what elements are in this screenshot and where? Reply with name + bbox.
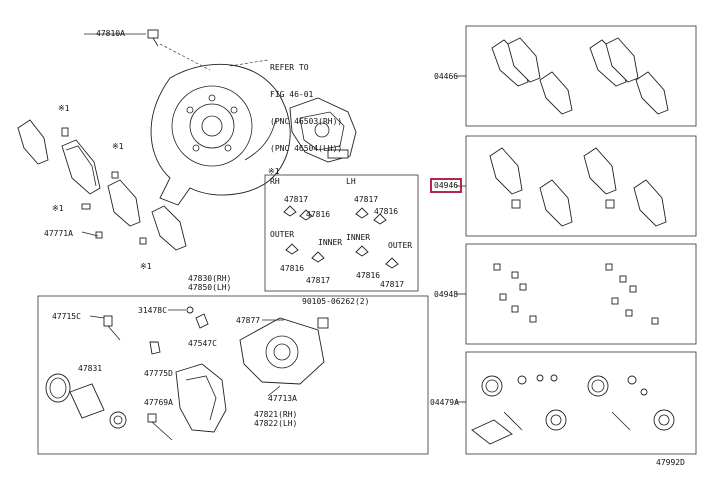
part-label-47822lh[interactable]: 47822(LH)	[254, 419, 298, 428]
part-label-47821rh[interactable]: 47821(RH)	[254, 410, 298, 419]
part-label-47850lh[interactable]: 47850(LH)	[188, 283, 232, 292]
note-mark-x1: ※1	[112, 142, 124, 151]
part-label-47769a[interactable]: 47769A	[144, 398, 173, 407]
part-label-47830rh[interactable]: 47830(RH)	[188, 274, 232, 283]
part-label-47816[interactable]: 47816	[306, 210, 331, 219]
part-label-47810a[interactable]: 47810A	[96, 29, 125, 38]
dust-shield	[150, 63, 291, 206]
part-label-90105[interactable]: 90105-06262(2)	[302, 297, 370, 306]
part-label-47816[interactable]: 47816	[280, 264, 305, 273]
kit-label-04466[interactable]: 04466	[434, 72, 459, 81]
kit-box-04479a	[465, 351, 697, 455]
part-label-47816[interactable]: 47816	[374, 207, 399, 216]
position-label-inner: INNER	[346, 233, 371, 242]
part-label-47715c[interactable]: 47715C	[52, 312, 81, 321]
brake-pads-left	[17, 119, 187, 251]
part-label-47771a[interactable]: 47771A	[44, 229, 73, 238]
note-line-1: REFER TO	[270, 63, 309, 72]
part-label-47817[interactable]: 47817	[284, 195, 309, 204]
note-line-4: (PNC 46504(LH))	[270, 144, 343, 153]
note-mark-x1: ※1	[140, 262, 152, 271]
kit-label-04946-highlighted[interactable]: 04946	[430, 178, 463, 193]
part-label-47775d[interactable]: 47775D	[144, 369, 173, 378]
clip-kit-04948	[493, 263, 659, 325]
part-label-47877[interactable]: 47877	[236, 316, 261, 325]
note-line-3: (PNC 46503(RH))	[270, 117, 343, 126]
part-label-47816[interactable]: 47816	[356, 271, 381, 280]
side-label-rh: RH	[270, 177, 280, 186]
caliper-box	[37, 295, 429, 455]
part-label-47817[interactable]: 47817	[354, 195, 379, 204]
shim-kit-box	[264, 174, 419, 292]
position-label-outer: OUTER	[270, 230, 295, 239]
shim-clips	[283, 205, 399, 269]
note-line-2: FIG 46-01	[270, 90, 314, 99]
part-label-47817[interactable]: 47817	[380, 280, 405, 289]
caliper-parts	[45, 306, 329, 441]
pad-kit-04466	[491, 37, 669, 115]
repair-kit-04479a	[471, 374, 675, 445]
note-mark-x1: ※1	[58, 104, 70, 113]
note-mark-x1: ※1	[52, 204, 64, 213]
part-label-47817[interactable]: 47817	[306, 276, 331, 285]
part-label-31478c[interactable]: 31478C	[138, 306, 167, 315]
kit-label-04948[interactable]: 04948	[434, 290, 459, 299]
part-label-47831[interactable]: 47831	[78, 364, 103, 373]
position-label-outer: OUTER	[388, 241, 413, 250]
part-label-47547c[interactable]: 47547C	[188, 339, 217, 348]
part-label-47713a[interactable]: 47713A	[268, 394, 297, 403]
note-mark-x1: ※1	[268, 167, 280, 176]
bolt-47810a	[147, 29, 211, 71]
kit-label-04479a[interactable]: 04479A	[430, 398, 459, 407]
position-label-inner: INNER	[318, 238, 343, 247]
side-label-lh: LH	[346, 177, 356, 186]
note-refer: REFER TO FIG 46-01 (PNC 46503(RH)) (PNC …	[270, 45, 342, 162]
caliper-assembly-top	[289, 97, 357, 163]
pad-kit-04946	[489, 147, 667, 227]
figure-number: 47992D	[656, 458, 685, 467]
